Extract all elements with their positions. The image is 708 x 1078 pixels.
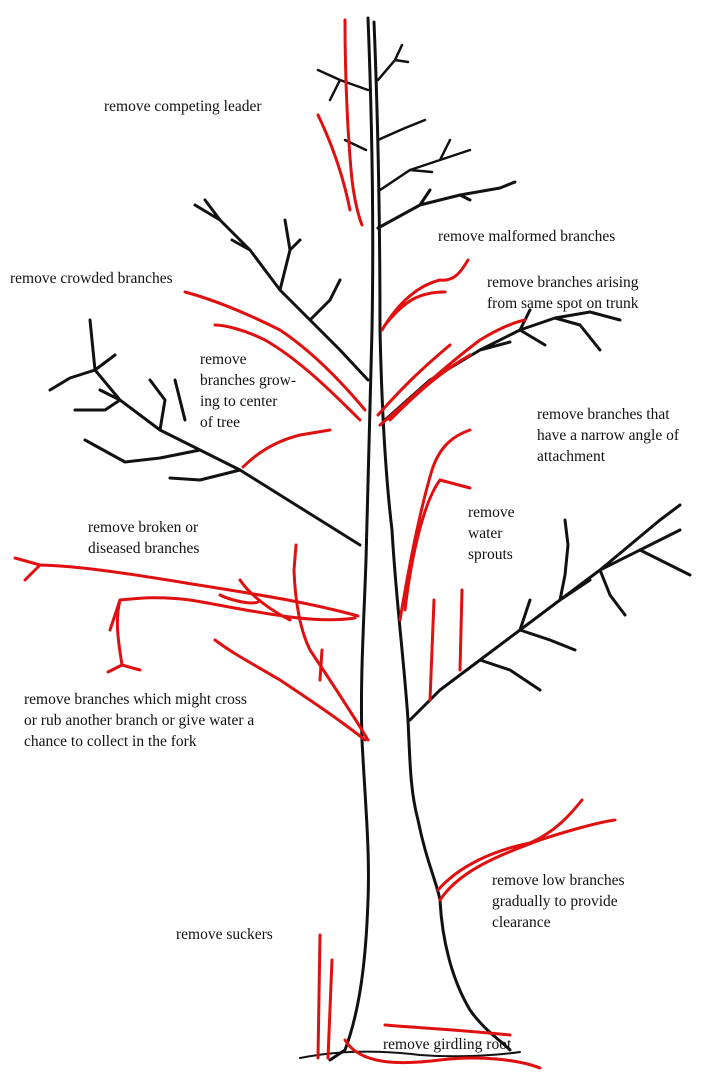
lower-right-branch (410, 505, 690, 720)
label-narrow-angle: remove branches that have a narrow angle… (537, 404, 679, 467)
competing-leader-mark (318, 20, 362, 225)
top-left-twigs (318, 70, 368, 150)
narrow-angle-mark (400, 430, 470, 620)
label-same-spot: remove branches arising from same spot o… (487, 272, 639, 314)
label-competing-leader: remove competing leader (104, 96, 262, 117)
center-growing-mark (243, 430, 330, 467)
label-center-of-tree: remove branches grow- ing to center of t… (200, 349, 296, 433)
upper-right-branch (378, 182, 515, 228)
label-water-sprouts: remove water sprouts (468, 502, 514, 565)
crossing-branches-mark (378, 320, 525, 425)
label-girdling-root: remove girdling root (383, 1034, 511, 1055)
label-low-branches: remove low branches gradually to provide… (492, 870, 625, 933)
water-sprouts-mark (430, 590, 462, 700)
label-broken-diseased: remove broken or diseased branches (88, 517, 199, 559)
broken-branch-mark (15, 558, 358, 672)
label-cross-rub: remove branches which might cross or rub… (24, 689, 254, 752)
top-right-twigs (378, 45, 470, 190)
same-spot-branch-mark (382, 260, 468, 330)
label-crowded-branches: remove crowded branches (10, 268, 173, 289)
label-malformed-branches: remove malformed branches (438, 226, 615, 247)
suckers-mark (318, 935, 332, 1058)
label-suckers: remove suckers (176, 924, 273, 945)
